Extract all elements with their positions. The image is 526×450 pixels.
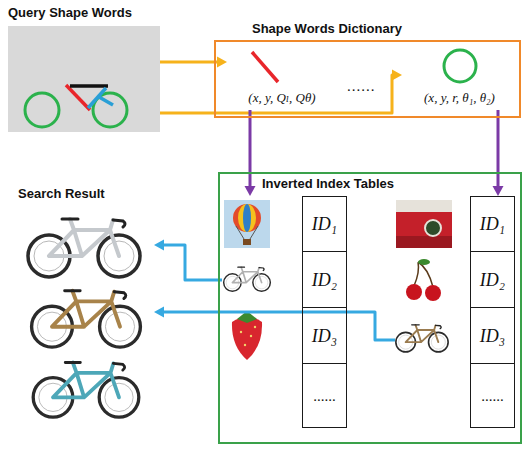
document-id: ID₃ xyxy=(480,326,505,346)
index-row: ID₂ xyxy=(222,252,347,308)
document-id: ID₁ xyxy=(480,214,505,234)
cherries-image xyxy=(406,259,441,301)
shape-word: (x, y, Qₗ, Qθ) xyxy=(227,46,337,110)
table-cell: ID₁ xyxy=(470,196,515,252)
dictionary-box: Shape Words Dictionary......(x, y, Qₗ, Q… xyxy=(214,40,521,118)
table-cell: ID₃ xyxy=(302,308,347,364)
ellipsis: ...... xyxy=(347,78,376,94)
index-row: ...... xyxy=(395,364,517,428)
query-sketch xyxy=(25,85,127,127)
bicycle-image xyxy=(396,325,448,352)
strawberry-image xyxy=(232,311,262,360)
connector xyxy=(154,307,395,341)
table-cell: ID₂ xyxy=(470,252,515,308)
index-row: ...... xyxy=(222,364,347,428)
document-id: ID₂ xyxy=(480,270,505,290)
circle-shape-word xyxy=(444,50,476,82)
panel-heading: Query Shape Words xyxy=(8,5,132,21)
table-cell: ...... xyxy=(470,364,515,428)
table-cell: ID₁ xyxy=(302,196,347,252)
index-row: ID₁ xyxy=(222,196,347,252)
panel-heading: Inverted Index Tables xyxy=(262,176,394,192)
panel-heading: Search Result xyxy=(18,186,105,202)
panel-heading: Shape Words Dictionary xyxy=(252,21,402,37)
connector-line xyxy=(160,75,394,113)
shape-word-formula: (x, y, Qₗ, Qθ) xyxy=(227,90,337,106)
connector-line xyxy=(162,245,222,280)
table-cell: ...... xyxy=(302,364,347,428)
index-box: Inverted Index TablesID₁ ID₂ ID₃...... ID₁ I… xyxy=(218,172,522,444)
arrow-head xyxy=(392,70,402,81)
query-canvas xyxy=(8,26,160,132)
connector-line xyxy=(497,110,500,188)
bicycle-image xyxy=(224,267,271,291)
shape-word-formula: (x, y, r, θ₁, θ₂) xyxy=(402,90,517,106)
connector xyxy=(245,110,256,196)
arrow-head xyxy=(245,186,256,196)
result-group: Search Result xyxy=(14,184,154,424)
line-shape-word xyxy=(252,52,278,82)
ellipsis: ...... xyxy=(313,386,336,406)
document-id: ID₂ xyxy=(312,270,337,290)
connector-line xyxy=(249,110,252,188)
index-row: ID₂ xyxy=(395,252,517,308)
index-row: ID₁ xyxy=(395,196,517,252)
query-panel: Query Shape Words xyxy=(8,26,160,132)
result-bicycle xyxy=(32,291,141,347)
table-cell: ID₃ xyxy=(470,308,515,364)
arrow-head xyxy=(217,57,227,68)
index-row: ID₃ xyxy=(395,308,517,364)
document-id: ID₃ xyxy=(312,326,337,346)
shape-word: (x, y, r, θ₁, θ₂) xyxy=(402,46,517,110)
connector xyxy=(493,110,504,196)
balloon-image xyxy=(224,200,270,248)
table-cell: ID₂ xyxy=(302,252,347,308)
arrow-head xyxy=(154,307,164,318)
document-id: ID₁ xyxy=(312,214,337,234)
arrow-head xyxy=(154,240,164,251)
cup-image xyxy=(396,200,452,248)
result-bicycle xyxy=(33,362,139,417)
connector-line xyxy=(162,312,395,340)
connector xyxy=(154,240,222,281)
connector xyxy=(160,57,227,68)
ellipsis: ...... xyxy=(481,386,504,406)
arrow-head xyxy=(493,186,504,196)
index-row: ID₃ xyxy=(222,308,347,364)
connector xyxy=(160,70,402,114)
result-bicycle xyxy=(28,219,140,277)
connector-line xyxy=(160,61,219,64)
